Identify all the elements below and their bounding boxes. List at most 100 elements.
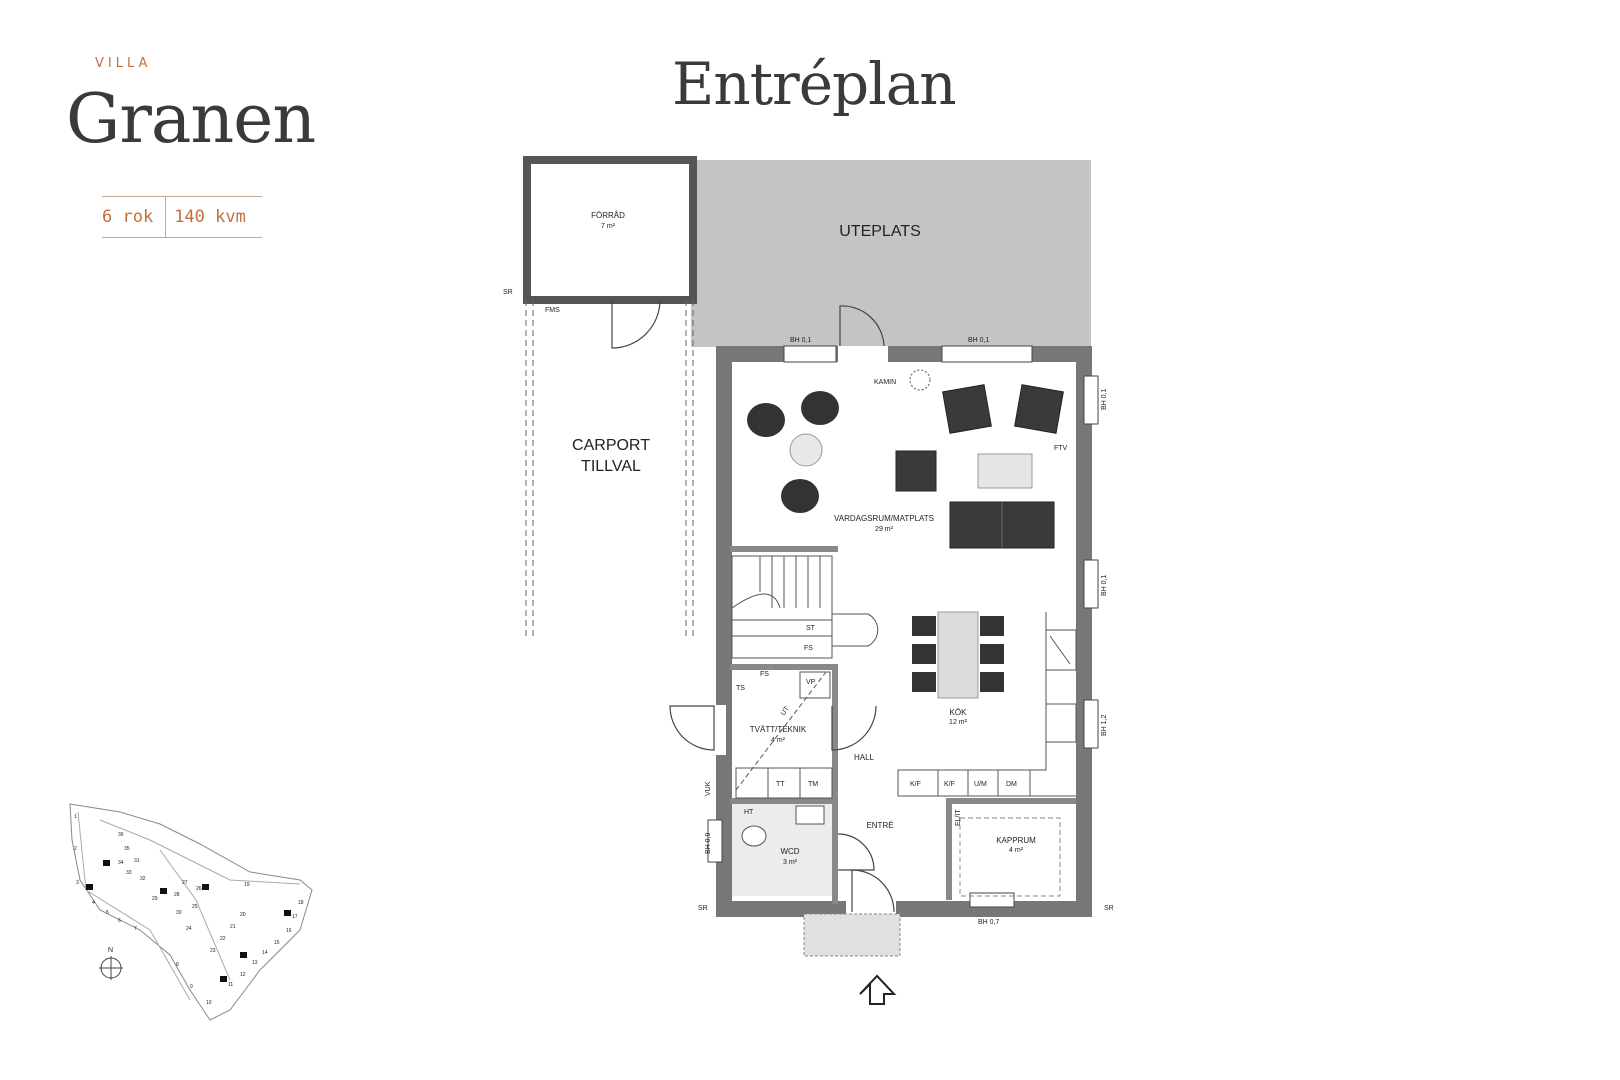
label-bh-right-2: BH 0,1	[1101, 574, 1108, 596]
label-bh-top-right: BH 0,1	[968, 337, 990, 344]
tvatt-size: 4 m²	[771, 737, 786, 744]
label-um: U/M	[974, 781, 987, 788]
dining-chairs-round	[747, 391, 839, 513]
side-table	[789, 433, 823, 467]
plot-26: 26	[196, 886, 202, 892]
wc-door	[837, 833, 875, 871]
plot-5: 5	[106, 910, 109, 916]
label-dm: DM	[1006, 781, 1017, 788]
laundry-door-right	[831, 705, 877, 751]
plot-12: 12	[240, 972, 246, 978]
label-st: ST	[806, 625, 816, 632]
label-bh-right-1: BH 0,1	[1101, 388, 1108, 410]
windows	[707, 345, 1099, 908]
site-map-plot-numbers: 1 2 3 4 5 6 7 8 9 10 11 12 13 14 15 16 1…	[74, 814, 304, 1006]
site-map-highlighted-plots	[86, 860, 291, 982]
kamin-symbol	[909, 369, 931, 391]
plot-33: 33	[126, 870, 132, 876]
label-ts: TS	[736, 685, 745, 692]
plot-30: 30	[176, 910, 182, 916]
kapprum-wardrobe	[959, 817, 1061, 897]
toilet	[741, 825, 767, 847]
plot-2: 2	[74, 846, 77, 852]
laundry-door-left	[669, 705, 715, 751]
plot-23: 23	[210, 948, 216, 954]
plot-21: 21	[230, 924, 236, 930]
label-bh-top-left: BH 0,1	[790, 337, 812, 344]
plot-13: 13	[252, 960, 258, 966]
label-elit: EL/IT	[955, 809, 962, 826]
label-sr-right: SR	[1104, 905, 1114, 912]
uteplats-name: UTEPLATS	[839, 223, 921, 240]
brand-specs: 6 rok 140 kvm	[102, 196, 262, 238]
site-map-roads	[77, 811, 301, 1001]
label-bh-right-3: BH 1,2	[1101, 714, 1108, 736]
label-tm: TM	[808, 781, 818, 788]
kok-name: KÖK	[950, 708, 968, 717]
plot-1: 1	[74, 814, 77, 820]
spec-rooms: 6 rok	[102, 207, 154, 227]
plot-11: 11	[228, 982, 233, 988]
interior-walls	[730, 546, 1076, 904]
dining-table	[937, 611, 979, 699]
hall-name: HALL	[854, 753, 875, 762]
armchairs	[895, 384, 1064, 492]
coffee-table	[977, 453, 1033, 489]
spec-area: 140 kvm	[174, 207, 246, 227]
plot-19: 19	[244, 882, 250, 888]
label-sr-left: SR	[698, 905, 708, 912]
label-kamin: KAMIN	[874, 379, 896, 386]
plot-28: 28	[174, 892, 180, 898]
entry-step	[803, 913, 901, 957]
label-tt: TT	[776, 781, 785, 788]
plot-29: 29	[152, 896, 158, 902]
page-title: Entréplan	[672, 50, 957, 118]
forrad-name: FÖRRÅD	[591, 211, 625, 220]
uteplats-area	[691, 160, 1091, 347]
plot-25: 25	[192, 904, 198, 910]
forrad-walls	[523, 156, 697, 304]
plot-20: 20	[240, 912, 246, 918]
spec-divider	[165, 197, 167, 237]
plot-36: 36	[118, 832, 124, 838]
carport-line2: TILLVAL	[581, 458, 641, 475]
tvatt-name: TVÄTT/TEKNIK	[750, 725, 807, 734]
plot-14: 14	[262, 950, 268, 956]
plot-9: 9	[190, 984, 193, 990]
laundry-fixtures	[735, 671, 833, 799]
kapprum-name: KAPPRUM	[996, 836, 1036, 845]
house-walls	[716, 346, 1092, 917]
brand-name: Granen	[66, 80, 316, 159]
entrance-arrow-icon	[859, 974, 897, 1005]
label-kf-1: K/F	[910, 781, 921, 788]
carport-line1: CARPORT	[572, 437, 650, 454]
label-fms: FMS	[545, 307, 560, 314]
plot-3: 3	[76, 880, 79, 886]
label-vuk: VUK	[705, 781, 712, 796]
laundry-door-gap	[708, 705, 726, 755]
label-sr-forrad: SR	[503, 289, 513, 296]
dining-chairs	[912, 616, 1004, 692]
entry-door-gap	[846, 897, 896, 915]
wcd-size: 3 m²	[783, 859, 798, 866]
plot-24: 24	[186, 926, 192, 932]
label-vp: VP	[806, 679, 816, 686]
brand-villa: VILLA	[95, 56, 152, 71]
plot-8: 8	[176, 962, 179, 968]
label-fs-stair: FS	[804, 645, 813, 652]
compass-north-label: N	[108, 947, 113, 954]
label-kf-2: K/F	[944, 781, 955, 788]
label-bh-bottom: BH 0,7	[978, 919, 1000, 926]
terrace-door-gap	[838, 346, 888, 362]
plot-16: 16	[286, 928, 292, 934]
plot-35: 35	[124, 846, 130, 852]
vardagsrum-name: VARDAGSRUM/MATPLATS	[834, 514, 934, 523]
wc-sink	[795, 805, 825, 825]
plot-7: 7	[134, 926, 137, 932]
plot-34: 34	[118, 860, 124, 866]
plot-4: 4	[92, 900, 95, 906]
plot-17: 17	[292, 914, 298, 920]
kok-size: 12 m²	[949, 719, 968, 726]
label-fs-laundry: FS	[760, 671, 769, 678]
